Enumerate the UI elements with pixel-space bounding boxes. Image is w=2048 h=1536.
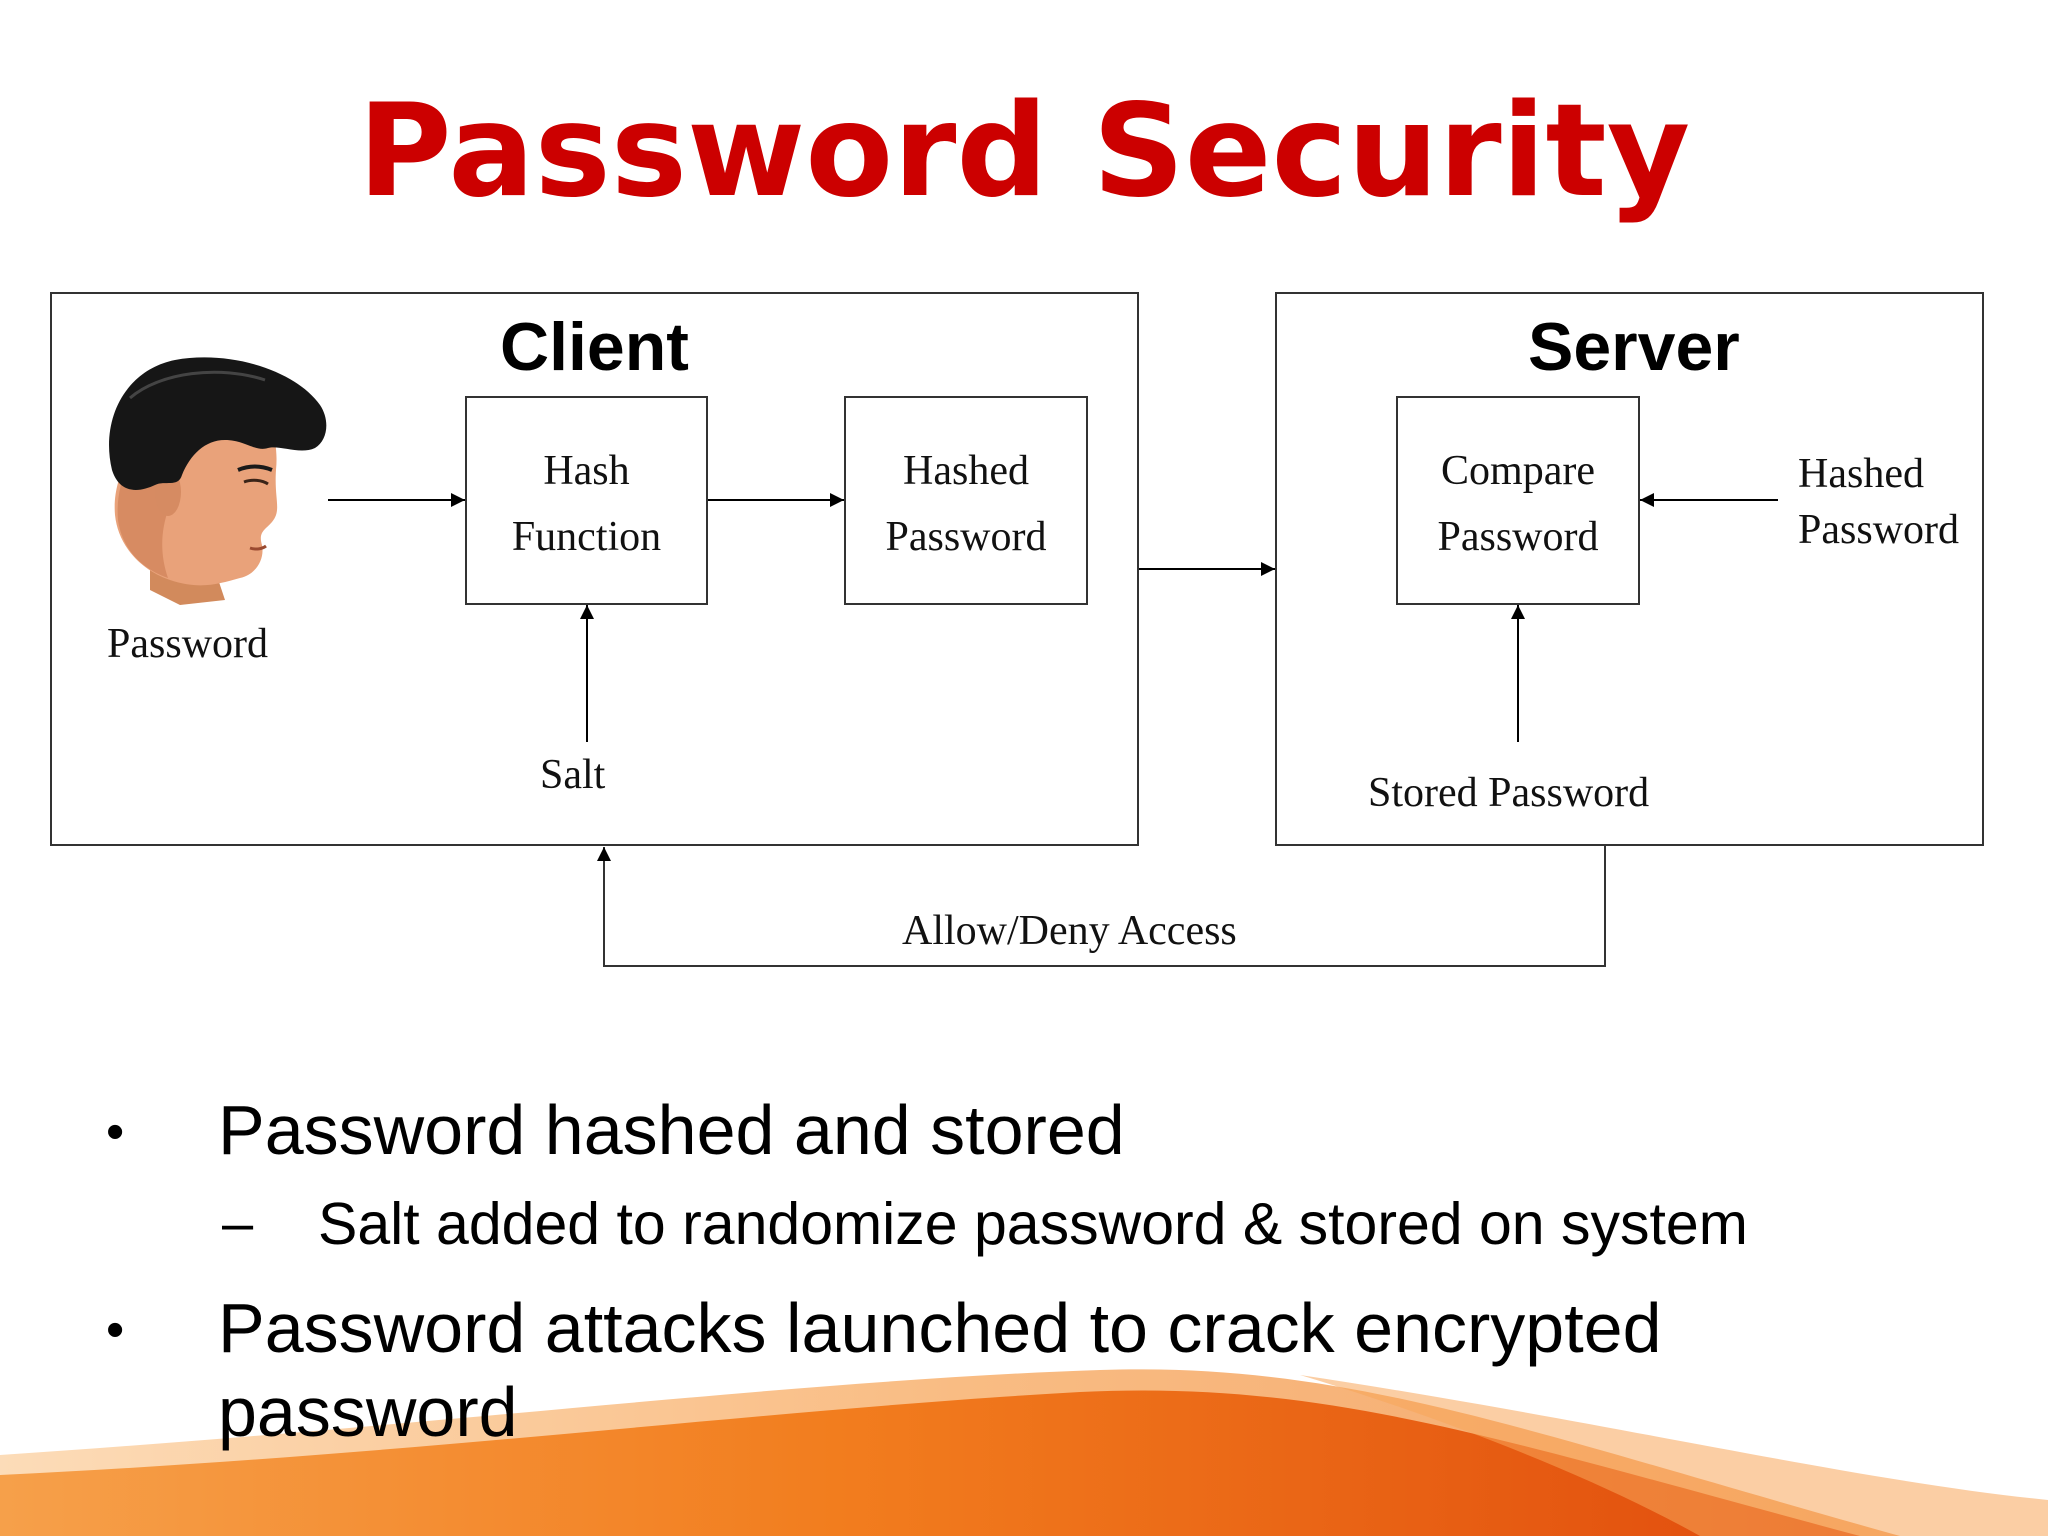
client-panel bbox=[50, 292, 1139, 846]
user-head-icon bbox=[109, 357, 327, 605]
server-panel bbox=[1275, 292, 1984, 846]
compare-password-box bbox=[1396, 396, 1640, 605]
server-hashed-line1: Hashed bbox=[1798, 451, 1924, 497]
salt-label: Salt bbox=[540, 752, 606, 798]
server-hashed-password-label: Hashed Password bbox=[1798, 446, 1959, 558]
slide-title: Password Security bbox=[357, 77, 1691, 226]
hash-function-box-text: Hash Function bbox=[466, 438, 707, 570]
bullet-2-text-line2: password bbox=[218, 1373, 518, 1451]
hash-function-line2: Function bbox=[511, 514, 662, 560]
compare-password-box-text: Compare Password bbox=[1397, 438, 1639, 570]
hash-function-box bbox=[465, 396, 708, 605]
feedback-line bbox=[597, 846, 1606, 967]
allow-deny-access-label: Allow/Deny Access bbox=[902, 908, 1237, 954]
hashed-password-box-text: Hashed Password bbox=[845, 438, 1087, 570]
hashed-password-box bbox=[844, 396, 1088, 605]
stored-password-label: Stored Password bbox=[1368, 770, 1650, 816]
hashed-password-line2: Password bbox=[885, 514, 1047, 560]
bullet-1-text: Password hashed and stored bbox=[218, 1091, 1125, 1169]
client-header: Client bbox=[500, 309, 689, 385]
bullet-1-sub-marker: – bbox=[222, 1191, 254, 1254]
bullet-2-text-line1: Password attacks launched to crack encry… bbox=[218, 1289, 1662, 1367]
client-password-label: Password bbox=[107, 621, 269, 667]
server-hashed-line2: Password bbox=[1798, 507, 1960, 553]
hashed-password-line1: Hashed bbox=[903, 448, 1029, 494]
hash-function-line1: Hash bbox=[543, 448, 630, 494]
compare-password-line2: Password bbox=[1437, 514, 1599, 560]
server-header: Server bbox=[1528, 309, 1740, 385]
bullet-2-marker: • bbox=[106, 1301, 125, 1359]
compare-password-line1: Compare bbox=[1441, 448, 1595, 494]
bullet-1-sub-text: Salt added to randomize password & store… bbox=[318, 1191, 1748, 1257]
bullet-1-marker: • bbox=[106, 1103, 125, 1161]
